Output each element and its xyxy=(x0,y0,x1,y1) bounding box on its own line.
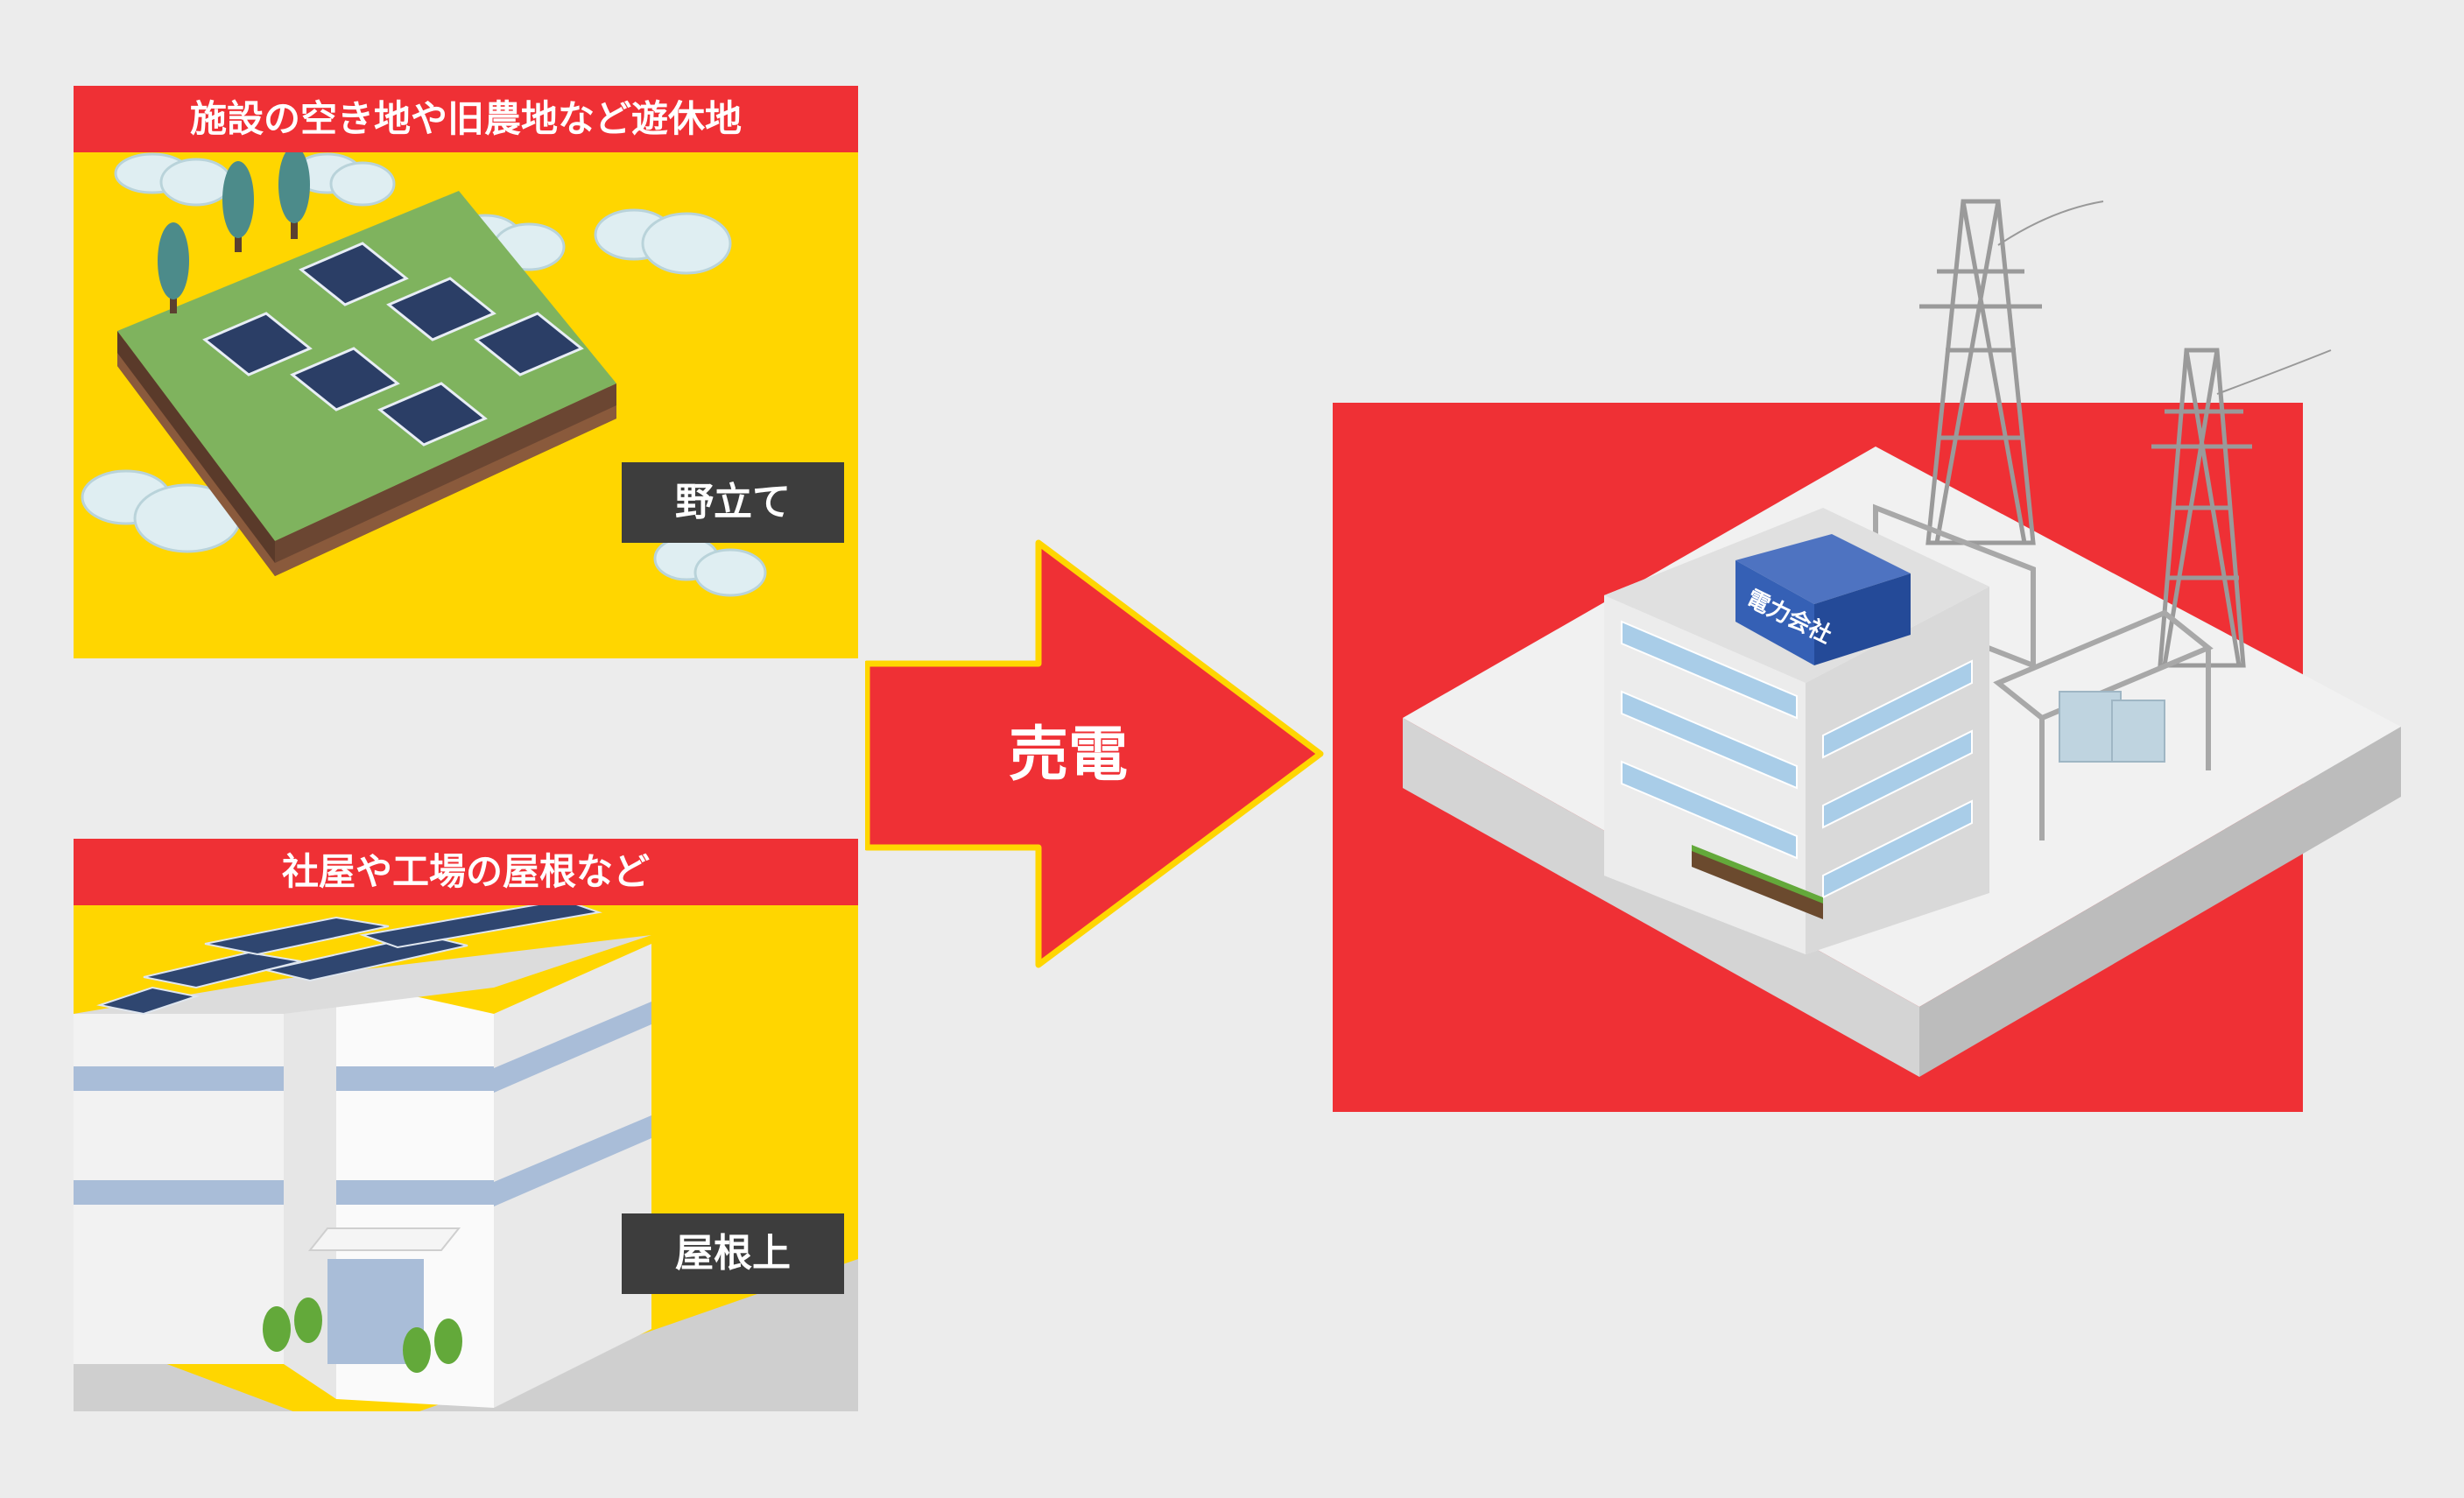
transformer-icon xyxy=(2059,691,2165,763)
rooftop-header: 社屋や工場の屋根など xyxy=(74,839,858,905)
ground-mounted-solar-icon xyxy=(81,146,767,597)
company-sign-box xyxy=(1735,534,1911,665)
shrub-icon xyxy=(263,1298,462,1373)
rooftop-panel: 社屋や工場の屋根など 屋根上 xyxy=(74,839,858,1411)
window-icon xyxy=(1621,620,1973,899)
ground-mounted-panel: 施設の空き地や旧農地など遊休地 xyxy=(74,86,858,658)
solar-panel-icon xyxy=(202,242,584,447)
arrow-label: 売電 xyxy=(1008,721,1128,790)
right-arrow-icon xyxy=(865,539,1324,968)
rooftop-solar-building-icon xyxy=(74,898,858,1411)
tree-icon xyxy=(158,146,310,313)
power-company-building-icon xyxy=(1403,199,2401,1077)
solar-panel-icon xyxy=(96,898,602,1016)
transmission-tower-icon xyxy=(1919,199,2252,668)
ground-mounted-header: 施設の空き地や旧農地など遊休地 xyxy=(74,86,858,152)
ground-mounted-tag: 野立て xyxy=(622,462,844,543)
rooftop-tag: 屋根上 xyxy=(622,1213,844,1294)
